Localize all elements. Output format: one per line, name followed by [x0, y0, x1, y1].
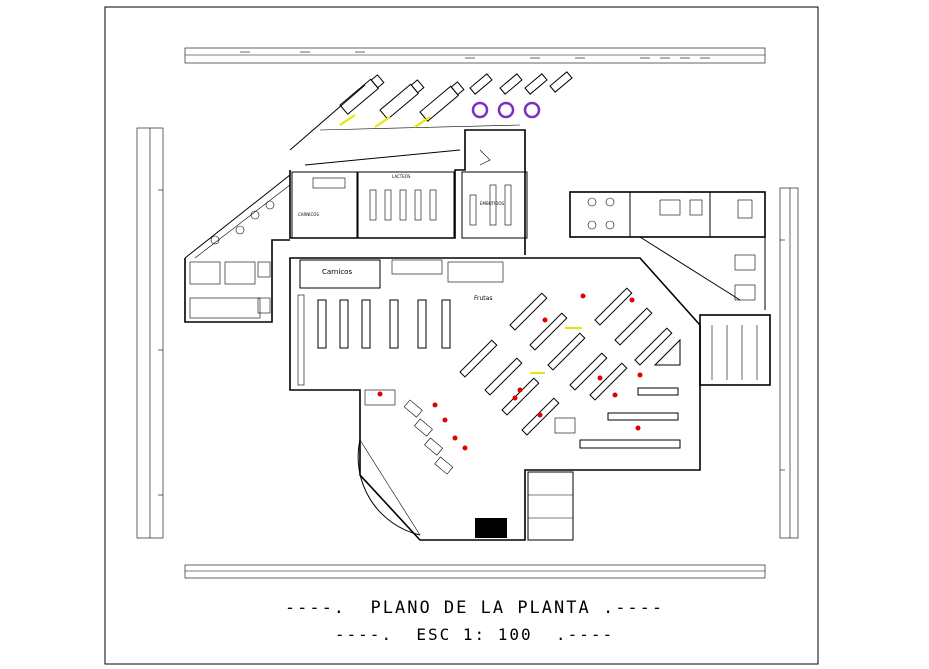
label-carnicos: Carnicos [322, 268, 352, 276]
truck-parking [289, 71, 573, 166]
dimension-line-left [136, 127, 164, 539]
left-office-wing [184, 174, 291, 323]
dimension-line-top [184, 47, 766, 64]
drawing-scale: ----. ESC 1: 100 .---- [334, 625, 615, 644]
dimension-line-bottom [184, 564, 766, 579]
sales-floor [289, 257, 701, 541]
sheet-border [104, 6, 819, 665]
label-embutidos: EMBUTIDOS [480, 201, 505, 206]
back-rooms [289, 129, 528, 255]
right-office-wing [569, 191, 771, 386]
label-carnicos-small: CARNICOS [298, 212, 319, 217]
dimension-line-right [779, 187, 799, 539]
drawing-title: ----. PLANO DE LA PLANTA .---- [284, 598, 665, 618]
label-lacteos: LACTEOS [392, 174, 411, 179]
label-frutas: Frutas [474, 295, 492, 302]
